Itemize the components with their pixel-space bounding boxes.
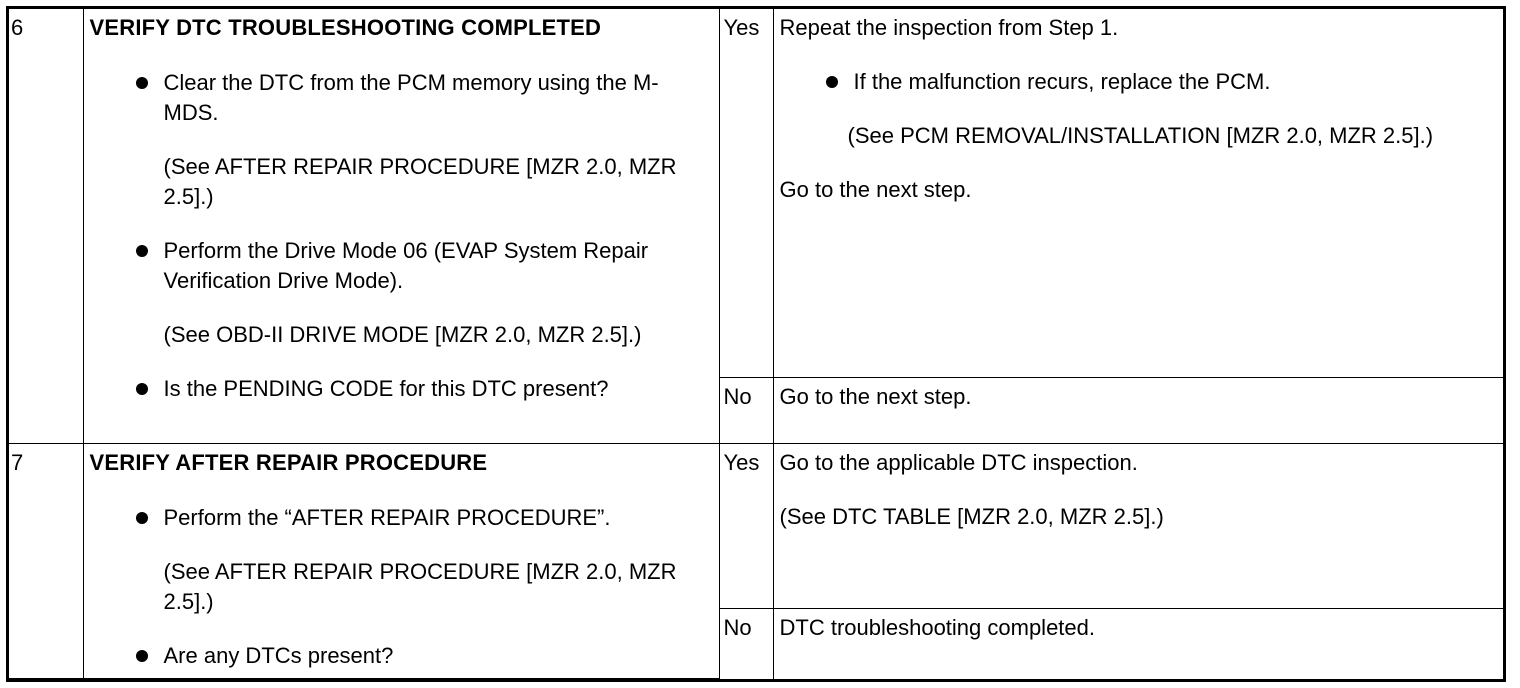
bullet-icon bbox=[135, 511, 148, 524]
step-7-yes-cell: Yes bbox=[718, 442, 774, 609]
inspection-item: Perform the Drive Mode 06 (EVAP System R… bbox=[90, 236, 699, 296]
step-number: 6 bbox=[11, 15, 24, 40]
action-bullet-text: If the malfunction recurs, replace the P… bbox=[853, 69, 1271, 94]
inspection-item: Are any DTCs present? bbox=[90, 641, 699, 671]
step-6-number-cell: 6 bbox=[9, 9, 84, 444]
reference-note: (See AFTER REPAIR PROCEDURE [MZR 2.0, MZ… bbox=[163, 558, 677, 614]
step-6-yes-cell: Yes bbox=[718, 9, 774, 378]
step-7-inspection-cell: VERIFY AFTER REPAIR PROCEDURE Perform th… bbox=[82, 442, 720, 679]
inspection-item: Perform the “AFTER REPAIR PROCEDURE”. bbox=[90, 503, 699, 533]
step-title: VERIFY AFTER REPAIR PROCEDURE bbox=[89, 449, 488, 475]
reference-note: (See DTC TABLE [MZR 2.0, MZR 2.5].) bbox=[779, 503, 1164, 529]
step-7-no-action-cell: DTC troubleshooting completed. bbox=[772, 607, 1503, 679]
procedure-table-frame: 6 VERIFY DTC TROUBLESHOOTING COMPLETED C… bbox=[6, 6, 1506, 682]
bullet-icon bbox=[135, 649, 148, 662]
step-7-no-cell: No bbox=[719, 607, 774, 679]
action-text: Go to the next step. bbox=[779, 383, 972, 409]
step-6-inspection-cell: VERIFY DTC TROUBLESHOOTING COMPLETED Cle… bbox=[82, 9, 720, 444]
procedure-table: 6 VERIFY DTC TROUBLESHOOTING COMPLETED C… bbox=[9, 9, 1503, 679]
step-6-no-row: No Go to the next step. bbox=[9, 376, 1503, 444]
yes-label: Yes bbox=[723, 15, 760, 40]
reference-note: (See PCM REMOVAL/INSTALLATION [MZR 2.0, … bbox=[847, 123, 1434, 148]
step-7-yes-action-cell: Go to the applicable DTC inspection. (Se… bbox=[772, 442, 1503, 609]
step-6-no-cell: No bbox=[719, 376, 774, 444]
step-title: VERIFY DTC TROUBLESHOOTING COMPLETED bbox=[89, 15, 602, 40]
action-text: Go to the applicable DTC inspection. bbox=[779, 449, 1138, 475]
step-7-number-cell: 7 bbox=[9, 442, 84, 679]
reference-note: (See OBD-II DRIVE MODE [MZR 2.0, MZR 2.5… bbox=[163, 322, 642, 347]
no-label: No bbox=[723, 614, 752, 640]
inspection-item-text: Clear the DTC from the PCM memory using … bbox=[163, 70, 659, 125]
action-text: Go to the next step. bbox=[779, 177, 972, 202]
step-7-yes-row: 7 VERIFY AFTER REPAIR PROCEDURE Perform … bbox=[9, 442, 1503, 679]
bullet-icon bbox=[135, 245, 148, 257]
step-6-yes-row: 6 VERIFY DTC TROUBLESHOOTING COMPLETED C… bbox=[9, 9, 1503, 444]
inspection-item-text: Are any DTCs present? bbox=[163, 642, 394, 668]
action-bullet-item: If the malfunction recurs, replace the P… bbox=[780, 67, 1496, 97]
step-number: 7 bbox=[11, 449, 24, 475]
yes-label: Yes bbox=[723, 449, 760, 475]
reference-note: (See AFTER REPAIR PROCEDURE [MZR 2.0, MZ… bbox=[163, 154, 677, 209]
bullet-icon bbox=[135, 383, 148, 395]
bullet-icon bbox=[135, 77, 148, 89]
step-7-no-row: No DTC troubleshooting completed. bbox=[9, 607, 1503, 679]
inspection-item-text: Perform the Drive Mode 06 (EVAP System R… bbox=[163, 238, 649, 293]
inspection-item: Clear the DTC from the PCM memory using … bbox=[90, 68, 699, 128]
step-6-yes-action-cell: Repeat the inspection from Step 1. If th… bbox=[772, 9, 1503, 378]
inspection-item-text: Perform the “AFTER REPAIR PROCEDURE”. bbox=[163, 504, 611, 530]
bullet-icon bbox=[825, 76, 838, 88]
action-text: Repeat the inspection from Step 1. bbox=[779, 15, 1119, 40]
inspection-item: Is the PENDING CODE for this DTC present… bbox=[90, 374, 699, 404]
action-text: DTC troubleshooting completed. bbox=[779, 614, 1096, 640]
inspection-item-text: Is the PENDING CODE for this DTC present… bbox=[163, 376, 609, 401]
step-6-no-action-cell: Go to the next step. bbox=[772, 376, 1503, 444]
no-label: No bbox=[723, 383, 752, 409]
